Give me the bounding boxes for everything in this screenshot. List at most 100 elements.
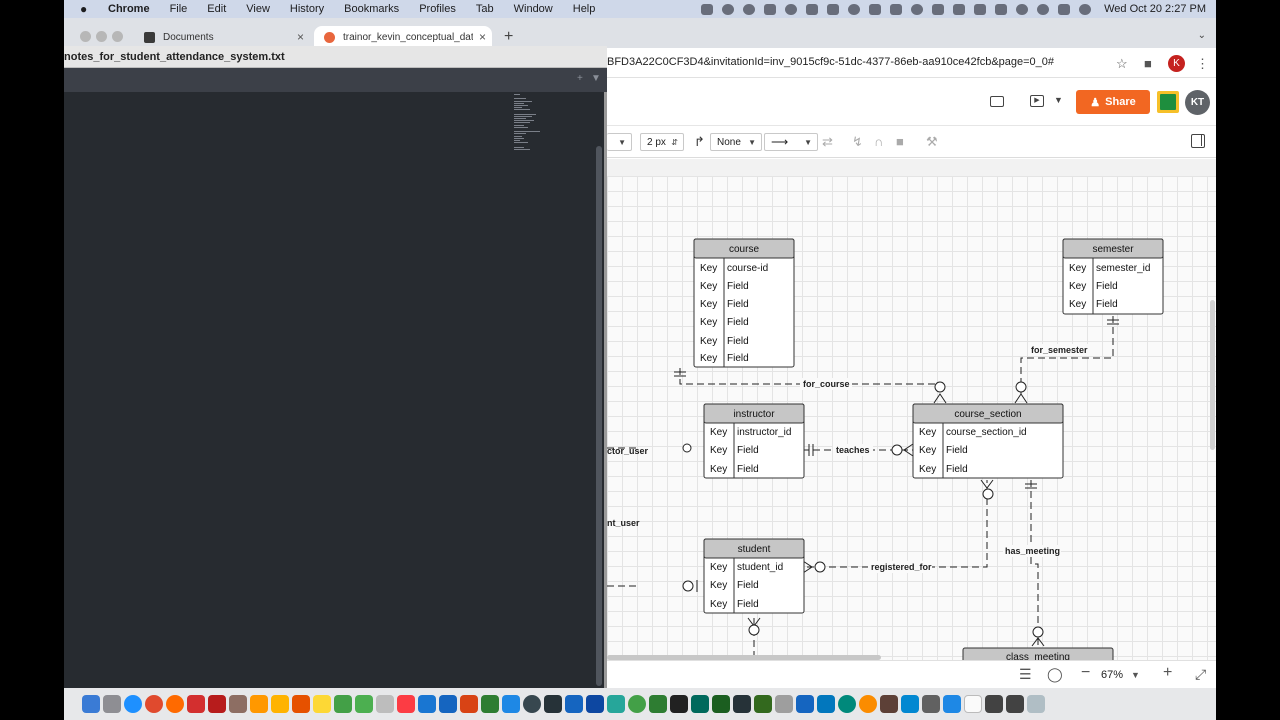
diagram-canvas[interactable]: for_course for_semester teaches register… (607, 176, 1216, 660)
acrobat-icon[interactable] (208, 695, 226, 713)
screen-capture-icon[interactable] (985, 695, 1003, 713)
notes-icon[interactable] (271, 695, 289, 713)
trash-icon[interactable] (1027, 695, 1045, 713)
instructor-user-label[interactable]: ctor_user (607, 446, 649, 456)
new-tab-button[interactable]: + (504, 28, 514, 45)
window-minimize-button[interactable] (96, 31, 107, 42)
line-start-dropdown[interactable]: None▼ (710, 133, 762, 151)
dictionary-icon[interactable] (229, 695, 247, 713)
books-icon[interactable] (250, 695, 268, 713)
new-file-icon[interactable]: + (577, 73, 583, 84)
code-icon[interactable] (670, 695, 688, 713)
line-shape-icon[interactable]: ↱ (694, 134, 705, 149)
line-width-stepper[interactable]: 2 px⇵ (640, 133, 684, 151)
menu-clock[interactable]: Wed Oct 20 2:27 PM (1104, 3, 1206, 15)
entity-course[interactable]: course Key course-id Key Field Key Field… (693, 238, 795, 368)
messages-icon[interactable] (355, 695, 373, 713)
registered-for-line[interactable] (807, 480, 988, 568)
zoom-dropdown-icon[interactable]: ▼ (1131, 670, 1140, 680)
typora-icon[interactable] (796, 695, 814, 713)
editor-title-bar[interactable]: notes_for_student_attendance_system.txt (64, 46, 607, 68)
entity-instructor[interactable]: instructor Key instructor_id Key Field K… (703, 403, 805, 479)
search-icon[interactable] (1037, 3, 1050, 15)
firefox-icon[interactable] (166, 695, 184, 713)
tab-lucidchart[interactable]: trainor_kevin_conceptual_data × (314, 26, 492, 48)
zoom-level[interactable]: 67% (1101, 669, 1124, 681)
present-icon[interactable]: ▶ (1030, 95, 1044, 107)
apple-icon[interactable]: ● (80, 2, 88, 16)
layers-icon[interactable]: ☰ (1019, 666, 1032, 682)
bluetooth-icon[interactable] (838, 695, 856, 713)
for-semester-label[interactable]: for_semester (1031, 345, 1088, 355)
facetime-icon[interactable] (334, 695, 352, 713)
menu-window[interactable]: Window (513, 3, 553, 15)
editor-minimap[interactable] (514, 94, 544, 164)
menu-bookmarks[interactable]: Bookmarks (344, 3, 400, 15)
teaches-label[interactable]: teaches (836, 445, 870, 455)
monitor-icon[interactable] (1006, 695, 1024, 713)
entity-semester[interactable]: semester Key semester_id Key Field Key F… (1062, 238, 1164, 315)
ring-app-icon[interactable] (628, 695, 646, 713)
tab-close-icon[interactable]: × (478, 30, 486, 44)
lightning-icon[interactable]: ↯ (852, 134, 863, 149)
drive-icon[interactable] (901, 695, 919, 713)
side-panel-icon[interactable] (1191, 134, 1205, 148)
control-center-icon[interactable] (1058, 3, 1071, 15)
video-icon[interactable] (943, 695, 961, 713)
menu-history[interactable]: History (289, 3, 325, 15)
excel-icon[interactable] (481, 695, 499, 713)
dropbox-icon[interactable] (701, 3, 714, 15)
menu-help[interactable]: Help (572, 3, 596, 15)
ring-icon[interactable] (743, 3, 756, 15)
word-s-icon[interactable] (439, 695, 457, 713)
present-dropdown-icon[interactable]: ▼ (1054, 95, 1063, 105)
source-icon[interactable] (607, 695, 625, 713)
google-classroom-icon[interactable] (1157, 91, 1179, 113)
share-button[interactable]: ♟ Share (1076, 90, 1150, 114)
pycharm-icon[interactable] (712, 695, 730, 713)
siri-icon[interactable] (1079, 3, 1092, 15)
menu-view[interactable]: View (246, 3, 270, 15)
line-style-dropdown[interactable]: ▼ (607, 133, 632, 151)
calculator-icon[interactable] (775, 695, 793, 713)
comment-icon[interactable] (990, 96, 1004, 107)
moon-icon[interactable] (911, 3, 924, 15)
one-password-icon[interactable] (565, 695, 583, 713)
has-meeting-line[interactable] (1030, 480, 1039, 646)
entity-course-section[interactable]: course_section Key course_section_id Key… (912, 403, 1064, 479)
wifi-icon[interactable] (1016, 3, 1029, 15)
text-editor-window[interactable]: notes_for_student_attendance_system.txt … (64, 46, 607, 688)
finder-icon[interactable] (82, 695, 100, 713)
tab-list-icon[interactable]: ▼ (591, 73, 601, 84)
menu-app-name[interactable]: Chrome (108, 3, 150, 15)
qr-icon[interactable] (922, 695, 940, 713)
more-menu-icon[interactable]: ⋮ (1196, 56, 1209, 71)
url-field[interactable]: BFD3A22C0CF3D4&invitationId=inv_9015cf9c… (607, 56, 1055, 68)
tab-documents[interactable]: Documents × (134, 26, 310, 48)
github-icon[interactable] (523, 695, 541, 713)
mic-icon[interactable] (953, 3, 966, 15)
line-end-dropdown[interactable]: ⟶▼ (764, 133, 818, 151)
app-store-icon[interactable] (418, 695, 436, 713)
chrome-icon[interactable] (145, 695, 163, 713)
vertical-scrollbar[interactable] (1210, 300, 1215, 450)
vlc-icon[interactable] (859, 695, 877, 713)
menu-tab[interactable]: Tab (475, 3, 494, 15)
textedit-icon[interactable] (817, 695, 835, 713)
photos-icon[interactable] (313, 695, 331, 713)
registered-for-label[interactable]: registered_for (871, 562, 932, 572)
terminal-icon[interactable] (544, 695, 562, 713)
for-semester-line[interactable] (1020, 316, 1114, 394)
profile-avatar[interactable]: K (1168, 55, 1185, 72)
entity-class-meeting[interactable]: class_meeting (962, 647, 1114, 660)
zoom-out-button[interactable]: − (1081, 664, 1091, 681)
student-user-label[interactable]: nt_user (607, 518, 640, 528)
vivaldi-icon[interactable] (187, 695, 205, 713)
box-icon[interactable] (764, 3, 777, 15)
bookmark-star-icon[interactable]: ☆ (1116, 56, 1128, 71)
tab-close-icon[interactable]: × (296, 30, 304, 44)
swap-icon[interactable]: ⇄ (822, 134, 833, 149)
extensions-icon[interactable]: ■ (1144, 56, 1152, 71)
preview-icon[interactable] (376, 695, 394, 713)
grid-icon[interactable] (932, 3, 945, 15)
